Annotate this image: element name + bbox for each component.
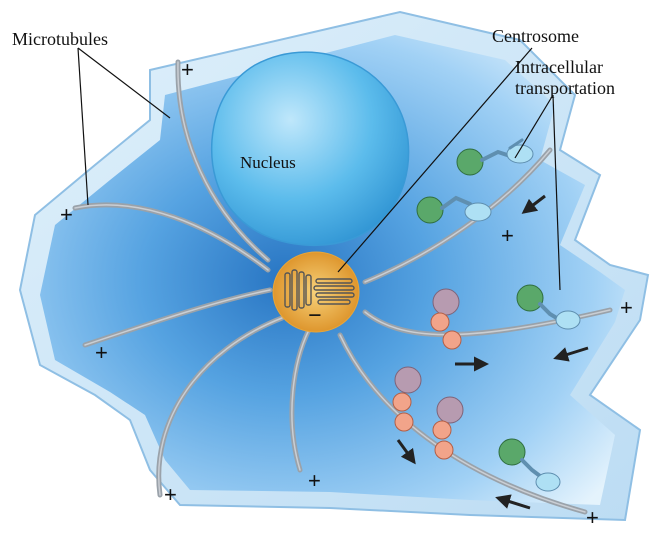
intracellular-label-line1: Intracellular	[515, 57, 603, 77]
plus-end-label: +	[501, 223, 514, 248]
intracellular-label-line2: transportation	[515, 78, 615, 98]
centrosome-label: Centrosome	[492, 26, 579, 46]
plus-end-label: +	[308, 468, 321, 493]
plus-end-label: +	[60, 202, 73, 227]
plus-end-label: +	[586, 505, 599, 530]
minus-end-label: −	[308, 303, 322, 329]
nucleus	[212, 52, 409, 245]
microtubules-label: Microtubules	[12, 29, 108, 49]
plus-end-label: +	[164, 482, 177, 507]
plus-end-label: +	[95, 340, 108, 365]
plus-end-label: +	[620, 295, 633, 320]
nucleus-label: Nucleus	[240, 153, 296, 172]
plus-end-label: +	[181, 57, 194, 82]
